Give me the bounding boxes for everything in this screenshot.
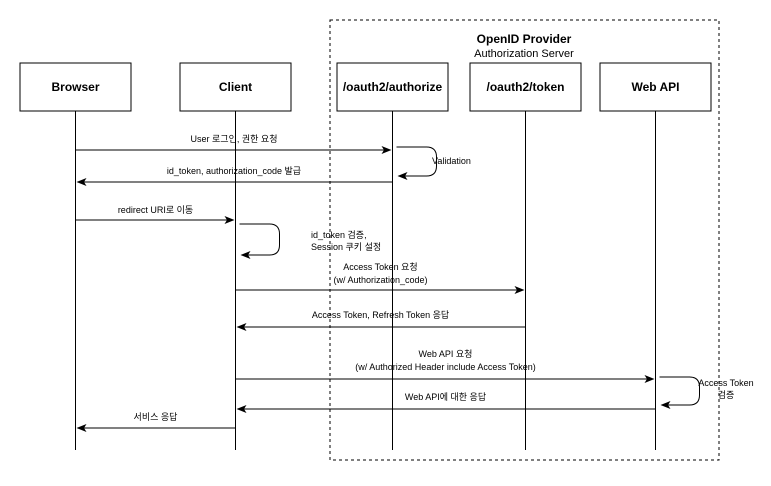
message-4: redirect URI로 이동 bbox=[75, 205, 235, 224]
message-label: Access Token 요청 bbox=[343, 262, 417, 272]
participant-box-authorize bbox=[336, 62, 449, 112]
message-label: Web API에 대한 응답 bbox=[405, 391, 486, 402]
openid-provider-group bbox=[329, 19, 720, 461]
message-label: 서비스 응답 bbox=[134, 411, 178, 422]
group-subtitle: Authorization Server bbox=[474, 48, 574, 60]
lifelines bbox=[75, 111, 656, 450]
message-label: id_token 검증, bbox=[311, 229, 367, 240]
message-label: Access Token, Refresh Token 응답 bbox=[312, 309, 449, 320]
participant-label-browser: Browser bbox=[51, 80, 99, 94]
participant-label-authorize: /oauth2/authorize bbox=[343, 80, 443, 94]
message-6: Access Token 요청 (w/ Authorization_code) bbox=[235, 262, 525, 294]
message-label: Session 쿠키 설정 bbox=[311, 242, 381, 252]
self-loop-arrow-2 bbox=[396, 146, 437, 180]
message-label: Access Token bbox=[698, 378, 753, 388]
participant-label-token: /oauth2/token bbox=[486, 80, 564, 94]
message-label: id_token, authorization_code 발급 bbox=[167, 166, 301, 176]
message-10: Web API에 대한 응답 bbox=[236, 391, 656, 413]
message-1: User 로그인, 권한 요청 bbox=[75, 133, 392, 154]
message-11: 서비스 응답 bbox=[76, 411, 236, 432]
participant-box-browser bbox=[19, 62, 132, 112]
message-2: Validation bbox=[396, 146, 471, 180]
messages: User 로그인, 권한 요청 Validation id_token, autho… bbox=[75, 133, 754, 432]
message-label: Validation bbox=[432, 156, 471, 166]
message-label: (w/ Authorized Header include Access Tok… bbox=[355, 362, 535, 372]
message-label: Web API 요청 bbox=[419, 349, 473, 359]
participant-label-client: Client bbox=[219, 80, 252, 94]
message-label: User 로그인, 권한 요청 bbox=[191, 133, 278, 144]
participant-box-client bbox=[179, 62, 292, 112]
participant-box-token bbox=[469, 62, 582, 112]
participant-box-webapi bbox=[599, 62, 712, 112]
message-7: Access Token, Refresh Token 응답 bbox=[236, 309, 526, 331]
self-loop-arrow-9 bbox=[659, 376, 700, 409]
participants: Browser Client/oauth2/authorize/oauth2/to… bbox=[19, 62, 712, 112]
participant-label-webapi: Web API bbox=[631, 80, 679, 94]
message-label: 검증 bbox=[718, 389, 735, 400]
message-label: (w/ Authorization_code) bbox=[333, 275, 427, 285]
message-label: redirect URI로 이동 bbox=[118, 205, 193, 215]
message-5: id_token 검증, Session 쿠키 설정 bbox=[239, 223, 381, 259]
self-loop-arrow-5 bbox=[239, 223, 280, 259]
group-title: OpenID Provider bbox=[477, 32, 572, 46]
message-3: id_token, authorization_code 발급 bbox=[76, 166, 393, 186]
message-8: Web API 요청 (w/ Authorized Header include … bbox=[235, 349, 655, 383]
